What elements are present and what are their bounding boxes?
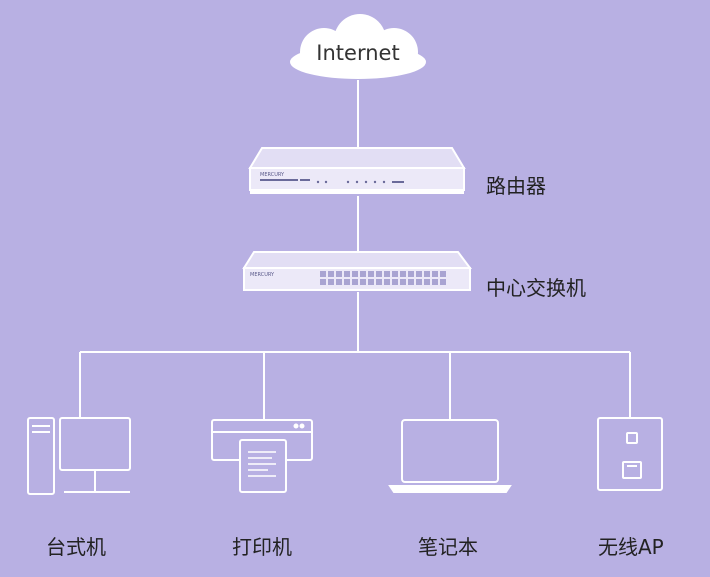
switch-port bbox=[360, 279, 366, 285]
switch-port bbox=[328, 279, 334, 285]
switch-port bbox=[328, 271, 334, 277]
switch-port bbox=[352, 271, 358, 277]
switch-port bbox=[384, 279, 390, 285]
switch-port bbox=[400, 279, 406, 285]
router-brand: MERCURY bbox=[260, 172, 285, 178]
switch-label: 中心交换机 bbox=[486, 276, 586, 300]
printer-label: 打印机 bbox=[232, 535, 292, 559]
switch-port bbox=[416, 271, 422, 277]
switch-port bbox=[336, 279, 342, 285]
connection-lines bbox=[79, 80, 631, 420]
switch-port bbox=[376, 279, 382, 285]
router-icon: MERCURY bbox=[248, 147, 466, 194]
switch-port bbox=[440, 279, 446, 285]
desktop-label: 台式机 bbox=[46, 535, 106, 559]
switch-port bbox=[360, 271, 366, 277]
switch-port bbox=[384, 271, 390, 277]
switch-port bbox=[408, 271, 414, 277]
switch-icon: MERCURY bbox=[242, 251, 472, 291]
switch-port bbox=[440, 271, 446, 277]
switch-port bbox=[376, 271, 382, 277]
switch-port bbox=[432, 279, 438, 285]
switch-port bbox=[344, 279, 350, 285]
desktop-computer-icon bbox=[27, 417, 131, 495]
switch-port bbox=[392, 279, 398, 285]
router-label: 路由器 bbox=[486, 174, 546, 198]
switch-port bbox=[320, 279, 326, 285]
switch-port bbox=[368, 271, 374, 277]
switch-port bbox=[392, 271, 398, 277]
switch-port bbox=[424, 279, 430, 285]
switch-port bbox=[424, 271, 430, 277]
laptop-label: 笔记本 bbox=[418, 535, 478, 559]
switch-port bbox=[408, 279, 414, 285]
switch-port bbox=[368, 279, 374, 285]
switch-port bbox=[416, 279, 422, 285]
switch-port bbox=[400, 271, 406, 277]
internet-label: Internet bbox=[316, 41, 400, 65]
internet-cloud-icon bbox=[290, 14, 426, 79]
switch-port bbox=[352, 279, 358, 285]
switch-port bbox=[432, 271, 438, 277]
switch-port bbox=[344, 271, 350, 277]
switch-port bbox=[336, 271, 342, 277]
wireless-ap-icon bbox=[597, 417, 663, 491]
switch-brand: MERCURY bbox=[250, 272, 275, 278]
switch-port bbox=[320, 271, 326, 277]
laptop-icon bbox=[388, 419, 512, 493]
wireless-ap-label: 无线AP bbox=[598, 535, 664, 559]
printer-icon bbox=[211, 419, 313, 493]
